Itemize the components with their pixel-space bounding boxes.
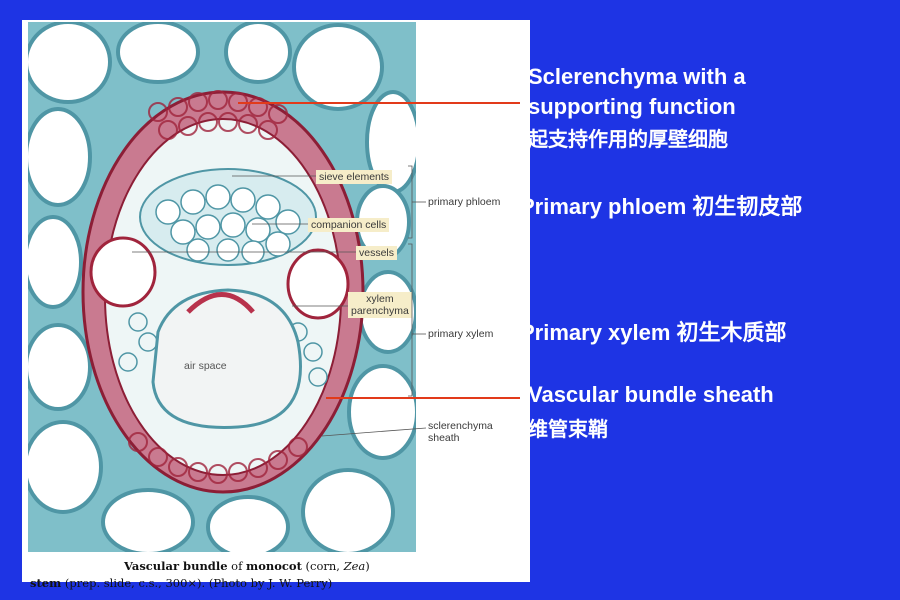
caption-line2: stem (prep. slide, c.s., 300×). (Photo b…	[30, 575, 530, 592]
label-xylem-parenchyma-line2: parenchyma	[351, 305, 409, 317]
caption-corn: (corn,	[301, 559, 344, 573]
label-primary-phloem: primary phloem	[428, 196, 501, 208]
caption-prep-slide: (prep. slide, c.s., 300×). (Photo by J. …	[61, 576, 333, 590]
caption-vascular-bundle: Vascular bundle	[124, 559, 228, 573]
caption-close-paren: )	[365, 559, 370, 573]
caption-line1: Vascular bundle of monocot (corn, Zea)	[30, 558, 530, 575]
annotation-primary-xylem: Primary xylem 初生木质部	[520, 320, 787, 345]
label-companion-cells: companion cells	[308, 218, 390, 232]
label-sclerenchyma-sheath-line2: sheath	[428, 432, 460, 444]
label-vessels: vessels	[356, 246, 398, 260]
label-sieve-elements: sieve elements	[316, 170, 393, 184]
caption-of: of	[227, 559, 247, 573]
annotation-bundle-sheath-cn: 维管束鞘	[528, 417, 608, 441]
label-air-space: air space	[184, 360, 227, 372]
label-sclerenchyma-sheath: sclerenchyma sheath	[428, 420, 493, 444]
caption-monocot: monocot	[246, 559, 302, 573]
pointer-sclerenchyma	[238, 102, 520, 104]
label-primary-xylem: primary xylem	[428, 328, 494, 340]
annotation-bundle-sheath-en: Vascular bundle sheath	[528, 382, 774, 407]
annotation-sclerenchyma-en-2: supporting function	[528, 94, 736, 119]
annotation-sclerenchyma-en-1: Sclerenchyma with a	[528, 64, 746, 89]
pointer-bundle-sheath	[326, 397, 520, 399]
label-xylem-parenchyma: xylem parenchyma	[348, 292, 412, 318]
caption-stem: stem	[30, 576, 62, 590]
label-sclerenchyma-sheath-line1: sclerenchyma	[428, 420, 493, 432]
vascular-bundle-micrograph	[28, 22, 416, 552]
label-xylem-parenchyma-line1: xylem	[366, 293, 394, 305]
micrograph-figure: sieve elements companion cells vessels x…	[22, 20, 530, 590]
annotation-sclerenchyma-cn: 起支持作用的厚壁细胞	[528, 127, 728, 151]
figure-caption: Vascular bundle of monocot (corn, Zea) s…	[30, 558, 530, 592]
annotation-primary-phloem: Primary phloem 初生韧皮部	[520, 194, 803, 219]
caption-zea: Zea	[343, 559, 366, 573]
figure-leader-lines	[132, 165, 427, 437]
